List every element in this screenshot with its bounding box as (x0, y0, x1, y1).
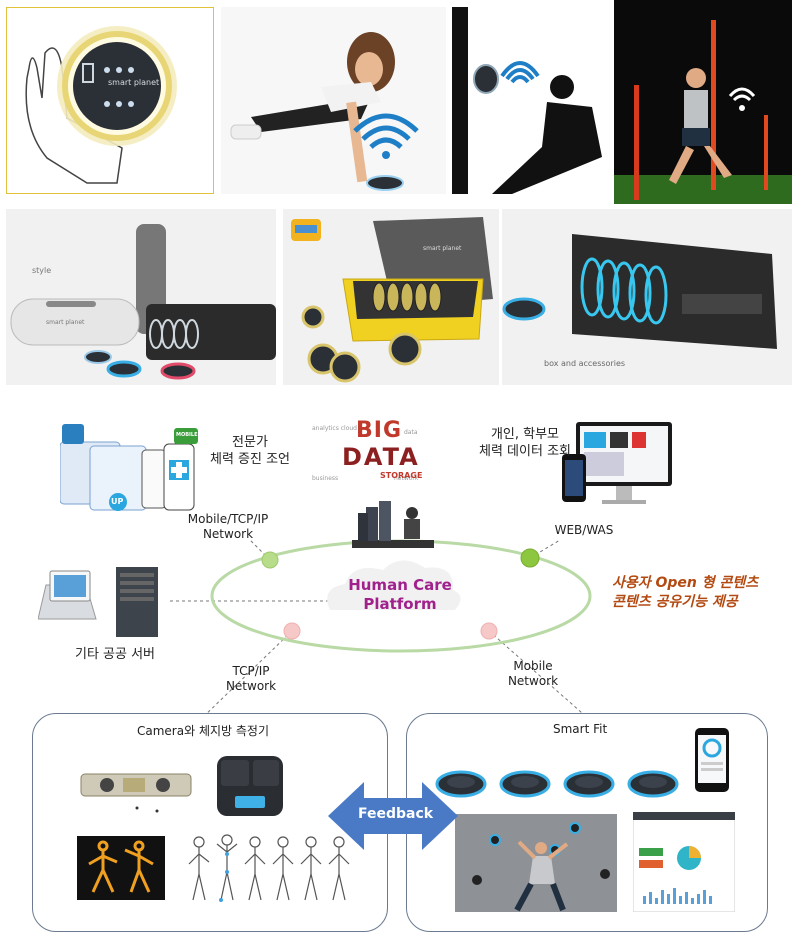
camera-panel-title: Camera와 체지방 측정기 (137, 724, 270, 738)
box-accessories-illustration (502, 234, 777, 349)
expert-advice-line1: 전문가 (232, 435, 268, 450)
photo-sprint (614, 0, 792, 204)
big-data-line1: BIG (356, 418, 403, 443)
big-data-wordcloud: analytics cloud data business network BI… (308, 416, 430, 488)
node-tcp (283, 622, 301, 640)
server-operator-icon (352, 501, 434, 548)
diagram-connectors (170, 539, 592, 721)
body-fat-scale-icon (217, 756, 283, 816)
yellow-case-illustration (291, 217, 493, 383)
public-server-label: 기타 공공 서버 (74, 647, 156, 662)
photo-pushup (221, 7, 446, 194)
personal-view-label: 개인, 학부모 체력 데이터 조회 (463, 426, 587, 460)
skeleton-tracking-icon (77, 836, 165, 900)
node-mobile (261, 551, 279, 569)
camera-sensor-icon (80, 773, 192, 813)
photo-hand-device: smart planet (6, 7, 214, 194)
service-description: 사용자 Open 형 콘텐츠 콘텐츠 공유기능 제공 (612, 574, 758, 612)
cloud-icon (327, 560, 461, 610)
box-brand-label: smart planet (423, 245, 462, 252)
photo-situp (452, 7, 605, 194)
photo-box-accessories: box and accessories (502, 209, 792, 385)
smart-fit-device-1 (435, 770, 487, 798)
personal-view-line2: 체력 데이터 조회 (479, 444, 571, 459)
sprint-illustration (614, 20, 792, 204)
platform-line2: Platform (363, 595, 437, 613)
service-line1: 사용자 Open 형 콘텐츠 (612, 575, 759, 591)
web-devices-group (562, 422, 672, 504)
photo-style-products: style smart planet (6, 209, 276, 385)
mobile-devices-group: UP MOBILE (59, 424, 198, 514)
phone-badge-up: UP (111, 497, 124, 506)
big-data-sub: STORAGE (380, 471, 423, 480)
svg-text:data: data (404, 429, 418, 436)
mobile-network2-line1: Mobile (513, 659, 553, 673)
phone-badge-mobile: MOBILE (176, 432, 198, 438)
public-server-icon (38, 567, 158, 637)
motion-figures-icon (188, 834, 350, 902)
smart-fit-device-2 (499, 770, 551, 798)
expert-advice-label: 전문가 체력 증진 조언 (196, 434, 304, 468)
smart-fit-panel: Smart Fit (406, 713, 768, 932)
device-watermark: smart planet (108, 78, 160, 87)
tcp-network-line2: Network (225, 679, 277, 693)
platform-label: Human Care Platform (320, 576, 480, 614)
tcp-network-label: TCP/IP Network (216, 664, 286, 694)
wall-exercise-photo (455, 814, 617, 912)
node-mobile-network (480, 622, 498, 640)
smartphone-app-icon (695, 728, 729, 792)
style-caption: style (32, 266, 52, 275)
connector-mobile (249, 539, 271, 561)
node-web (520, 548, 540, 568)
tcp-network-line1: TCP/IP (232, 664, 270, 678)
camera-fat-panel: Camera와 체지방 측정기 (32, 713, 388, 932)
mobile-network-line1: Mobile/TCP/IP (187, 512, 269, 526)
feedback-label: Feedback (358, 806, 434, 822)
mobile-network2-line2: Network (507, 674, 559, 688)
style-products-illustration (10, 224, 276, 380)
mobile-network-label: Mobile/TCP/IP Network (178, 512, 278, 542)
svg-text:business: business (312, 475, 338, 482)
expert-advice-line2: 체력 증진 조언 (209, 452, 291, 467)
mobile-network2-label: Mobile Network (500, 659, 566, 689)
big-data-line2: DATA (342, 443, 420, 471)
svg-text:network: network (394, 475, 419, 482)
personal-view-line1: 개인, 학부모 (490, 427, 560, 442)
pushup-illustration (230, 32, 419, 191)
feedback-arrow (328, 782, 458, 850)
box-caption: box and accessories (544, 359, 626, 368)
photo-yellow-case: smart planet (283, 209, 499, 385)
mobile-network-line2: Network (202, 527, 254, 541)
smart-fit-device-3 (563, 770, 615, 798)
svg-text:analytics cloud: analytics cloud (312, 425, 357, 432)
connector-mobile-network (488, 630, 591, 721)
hand-device-illustration (25, 26, 177, 184)
smart-fit-device-4 (627, 770, 679, 798)
service-line2: 콘텐츠 공유기능 제공 (612, 594, 738, 610)
smart-fit-panel-title: Smart Fit (553, 722, 608, 736)
situp-illustration (452, 7, 602, 194)
dashboard-report-icon (633, 812, 735, 912)
smart-fit-devices (435, 770, 679, 798)
tube-brand-label: smart planet (46, 319, 85, 326)
web-was-label: WEB/WAS (554, 523, 614, 537)
platform-line1: Human Care (348, 576, 452, 594)
